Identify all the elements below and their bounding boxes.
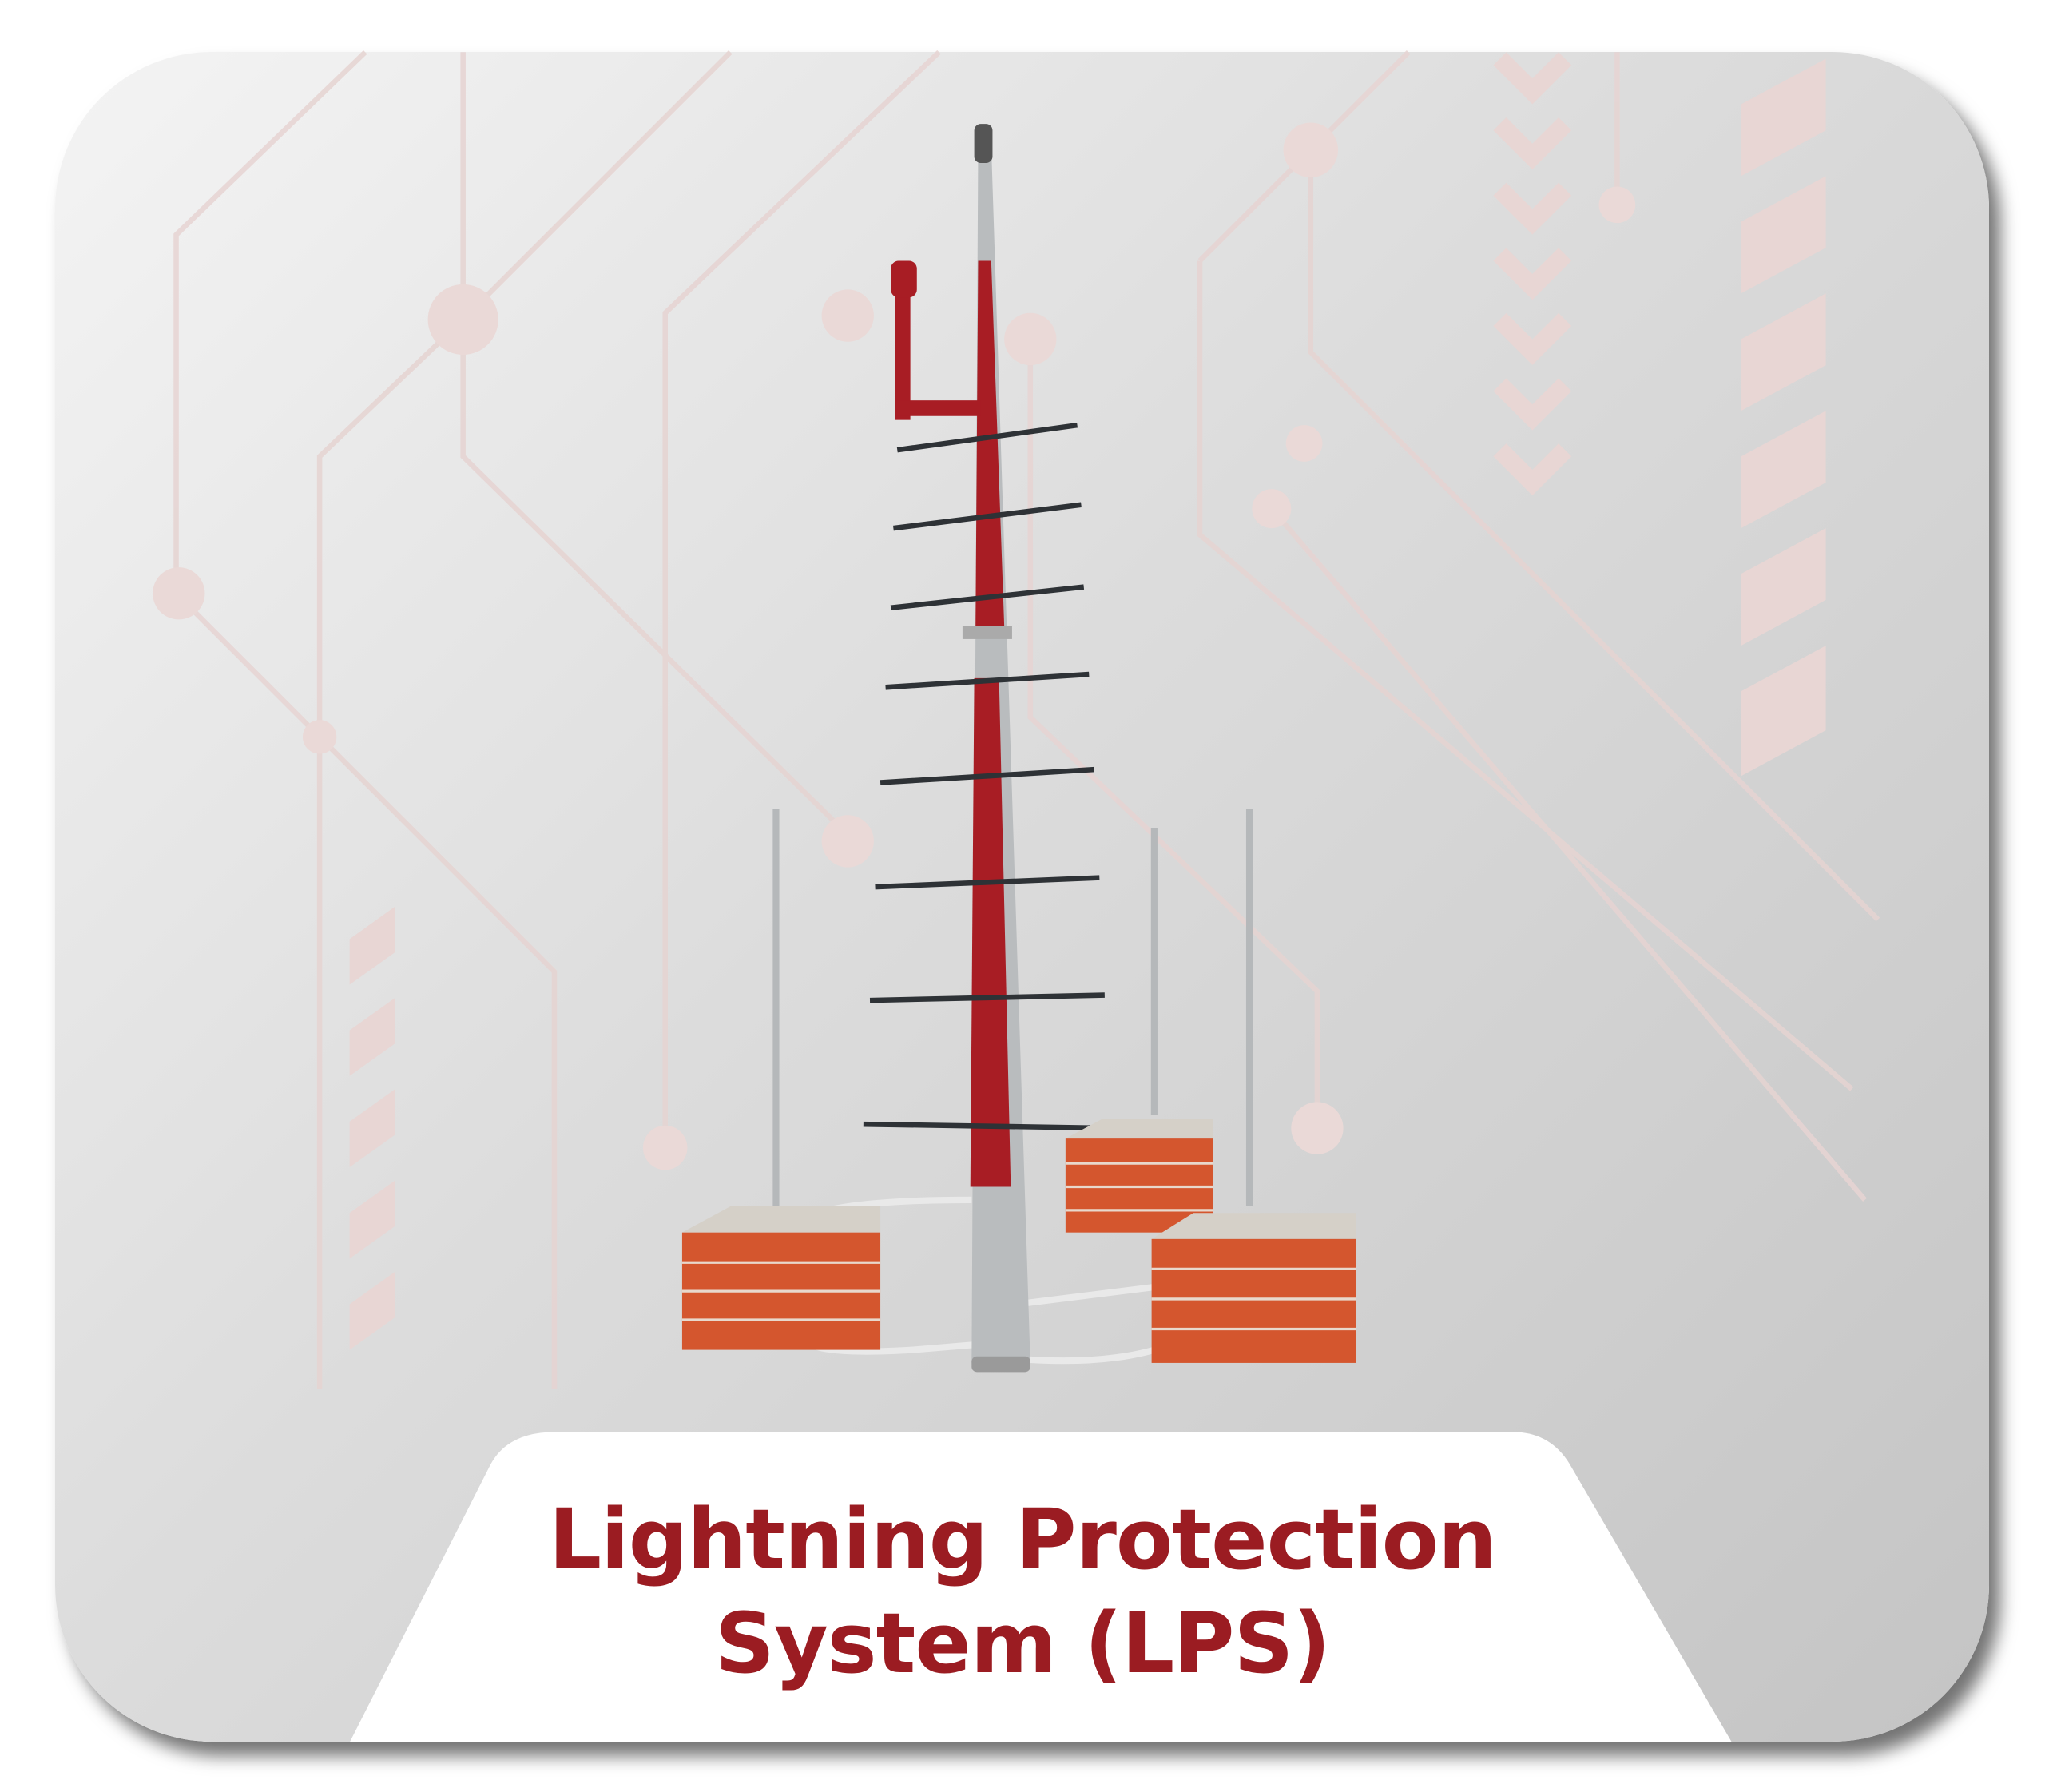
circuit-pattern: [173, 50, 1880, 1389]
mast-crossbars: [863, 422, 1112, 1131]
mast: [891, 124, 1030, 1373]
air-terminals: [772, 809, 1253, 1207]
circuit-nodes: [153, 122, 1636, 1170]
product-title: Lightning Protection System (LPS): [0, 1488, 2045, 1695]
title-line-1: Lightning Protection: [548, 1491, 1497, 1588]
brick-block-right: [1151, 1213, 1356, 1363]
chevron-pattern: [1493, 52, 1572, 496]
title-banner: [349, 1432, 1733, 1742]
title-line-2: System (LPS): [715, 1595, 1331, 1692]
brick-block-left: [681, 1206, 881, 1350]
stripe-pattern: [349, 58, 1826, 1350]
